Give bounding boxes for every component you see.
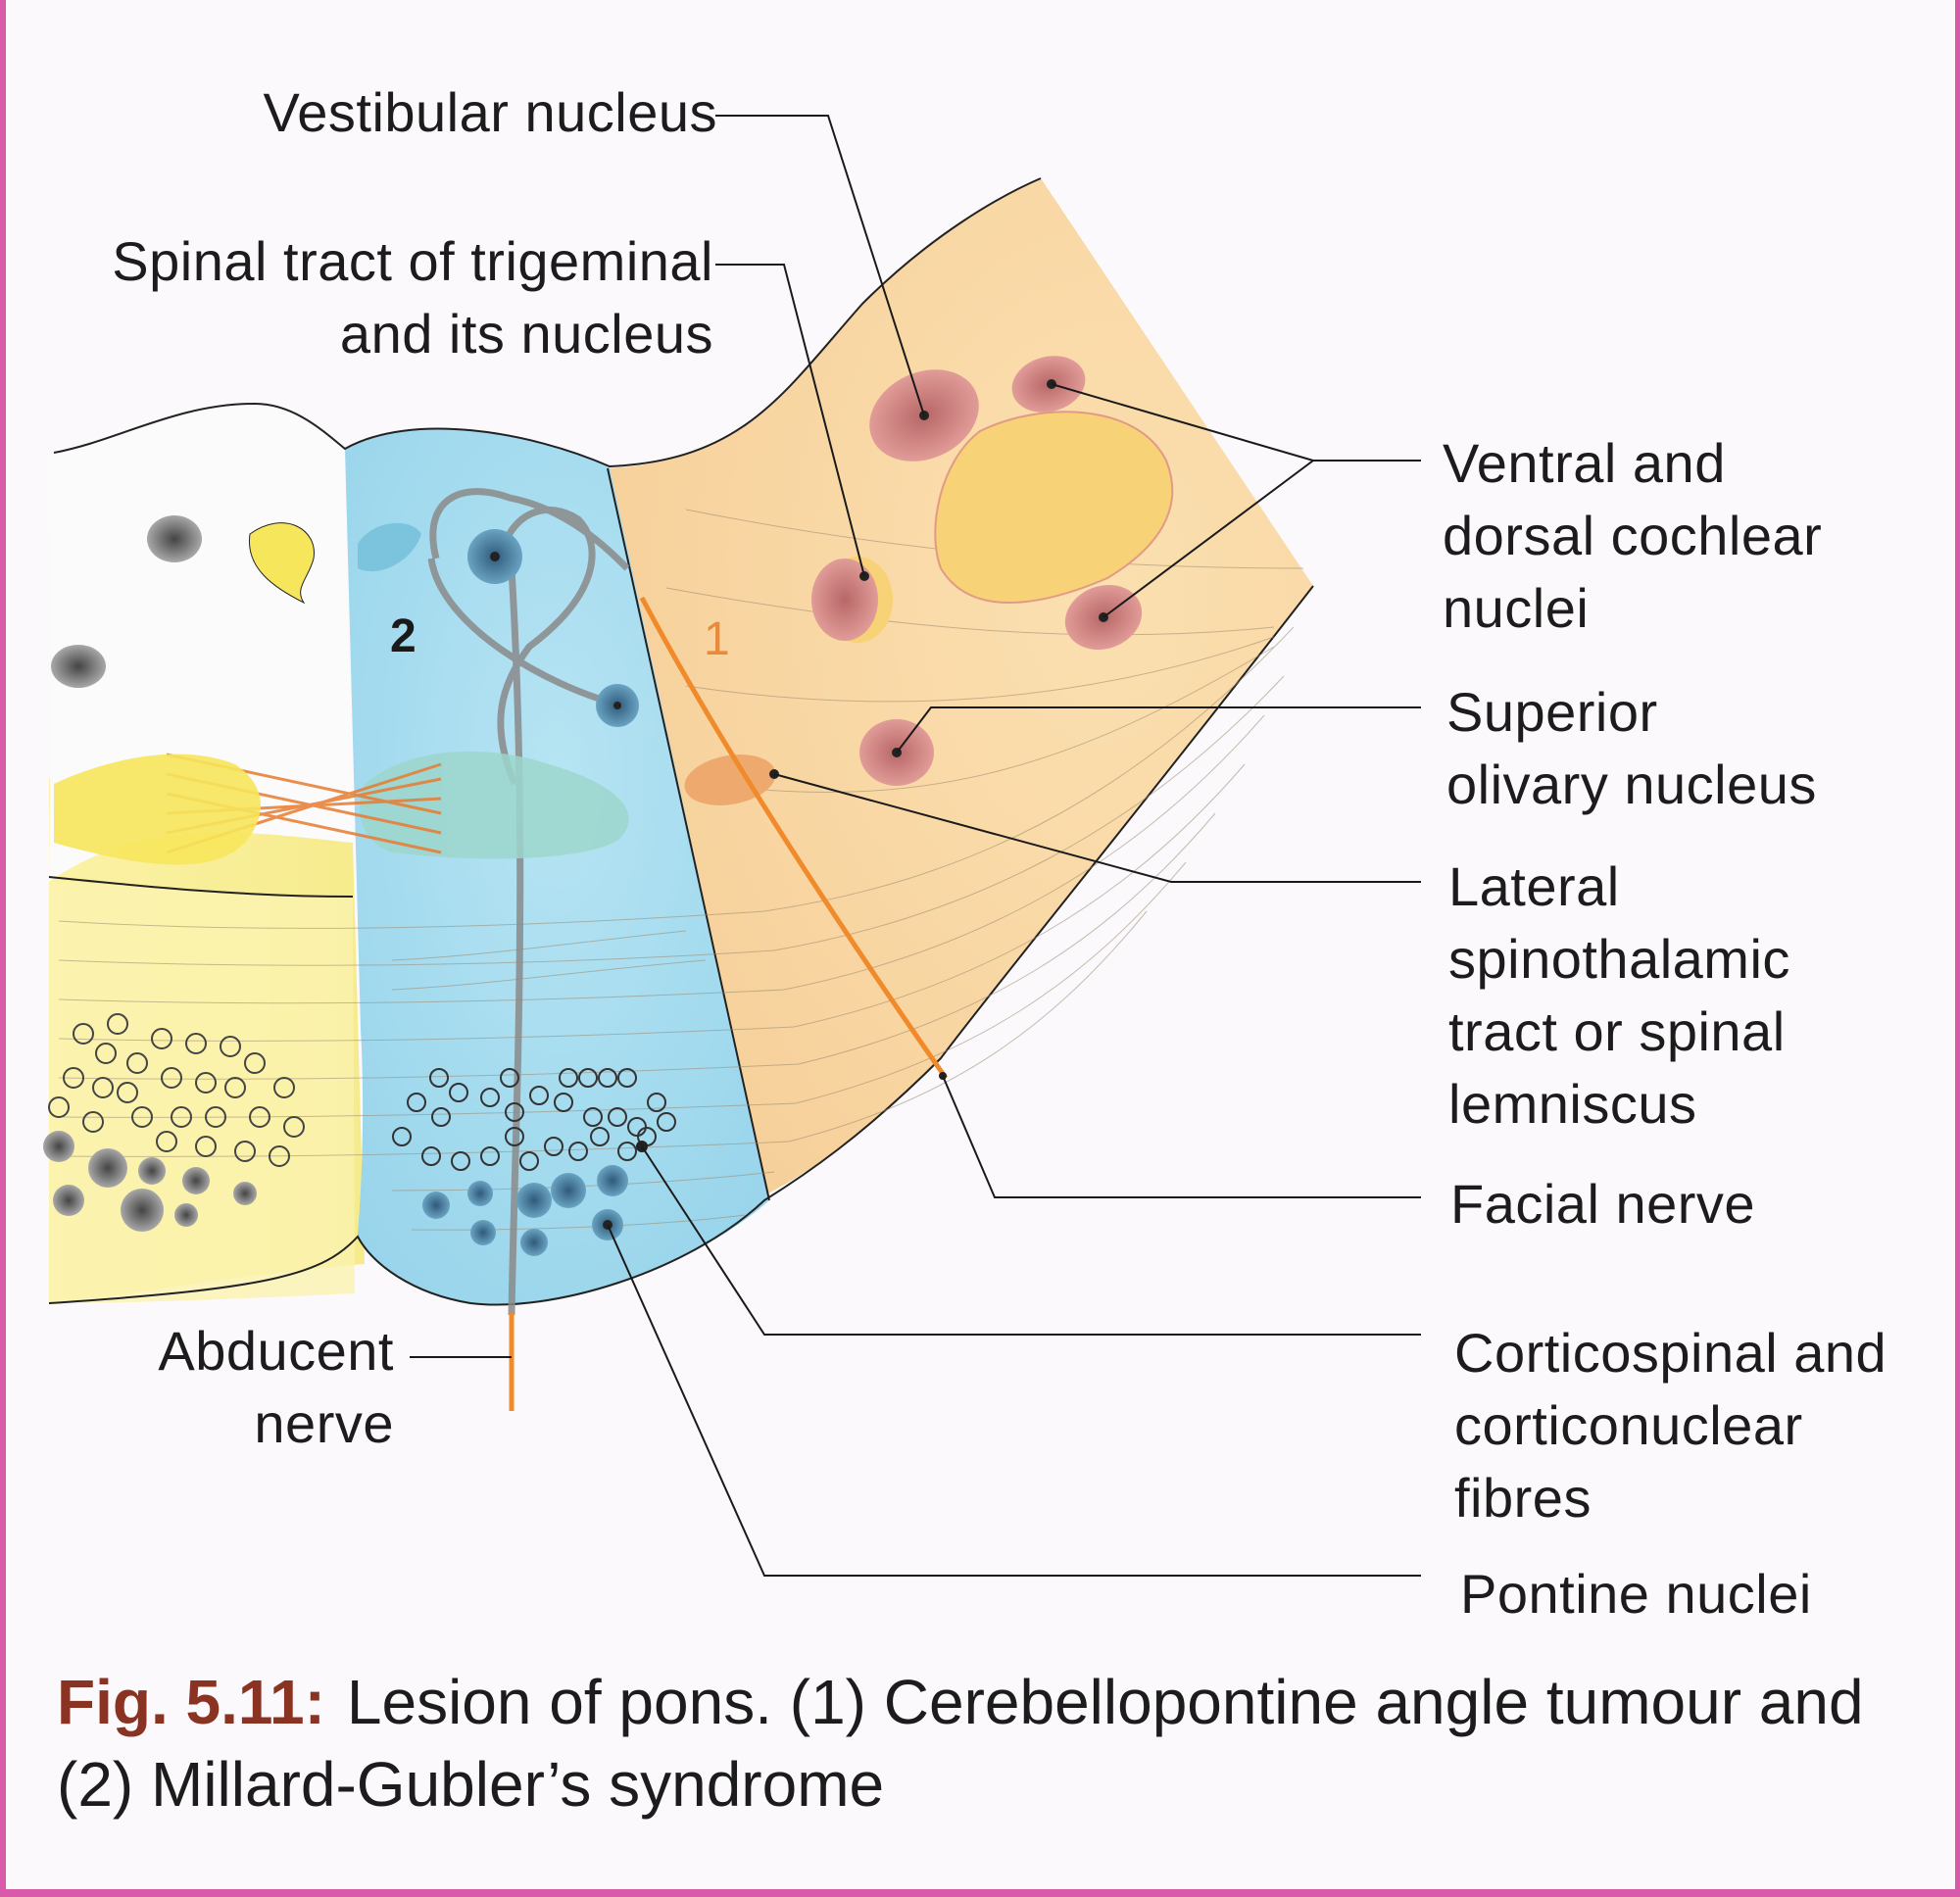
label-spinal-tract-trigeminal: Spinal tract of trigeminal and its nucle… xyxy=(112,230,713,365)
figure-number: Fig. 5.11: xyxy=(57,1667,325,1737)
label-facial-nerve: Facial nerve xyxy=(1450,1173,1756,1235)
pontine-nuclei-shapes xyxy=(422,1141,648,1256)
spinal-trigeminal-nucleus-shape xyxy=(811,557,893,643)
inferior-cerebellar-peduncle-shape xyxy=(934,411,1174,604)
trigeminal-root-shape xyxy=(54,754,262,865)
facial-nerve-loop xyxy=(427,488,630,1316)
caption-text: Lesion of pons. (1) Cerebellopontine ang… xyxy=(57,1667,1864,1820)
label-abducent-nerve: Abducent nerve xyxy=(158,1320,394,1454)
label-vestibular-nucleus: Vestibular nucleus xyxy=(263,81,717,143)
label-cochlear-nuclei: Ventral and dorsal cochlear nuclei xyxy=(1443,432,1823,639)
label-corticospinal-fibres: Corticospinal and corticonuclear fibres xyxy=(1454,1322,1887,1529)
label-pontine-nuclei: Pontine nuclei xyxy=(1460,1563,1812,1625)
lesion-2-region xyxy=(345,428,769,1305)
medial-lemniscus-shape xyxy=(360,751,629,859)
label-lateral-spinothalamic: Lateral spinothalamic tract or spinal le… xyxy=(1448,855,1790,1135)
lesion-1-marker: 1 xyxy=(704,613,730,665)
lesion-2-marker: 2 xyxy=(390,610,416,662)
contralateral-fibre-bundles xyxy=(48,1013,305,1167)
mlf-shape xyxy=(358,522,421,572)
label-superior-olivary-nucleus: Superior olivary nucleus xyxy=(1446,681,1817,815)
facial-nucleus-shape xyxy=(596,684,639,727)
transverse-pontine-fibres xyxy=(58,509,1304,1231)
leader-lines xyxy=(410,115,1421,1577)
left-nuclei xyxy=(51,515,315,688)
figure-caption: Fig. 5.11:Lesion of pons. (1) Cerebellop… xyxy=(57,1661,1938,1825)
contralateral-pontine-nuclei xyxy=(43,1131,257,1232)
abducent-nucleus-shape xyxy=(467,529,522,584)
corticospinal-fibre-bundles xyxy=(392,1068,676,1171)
